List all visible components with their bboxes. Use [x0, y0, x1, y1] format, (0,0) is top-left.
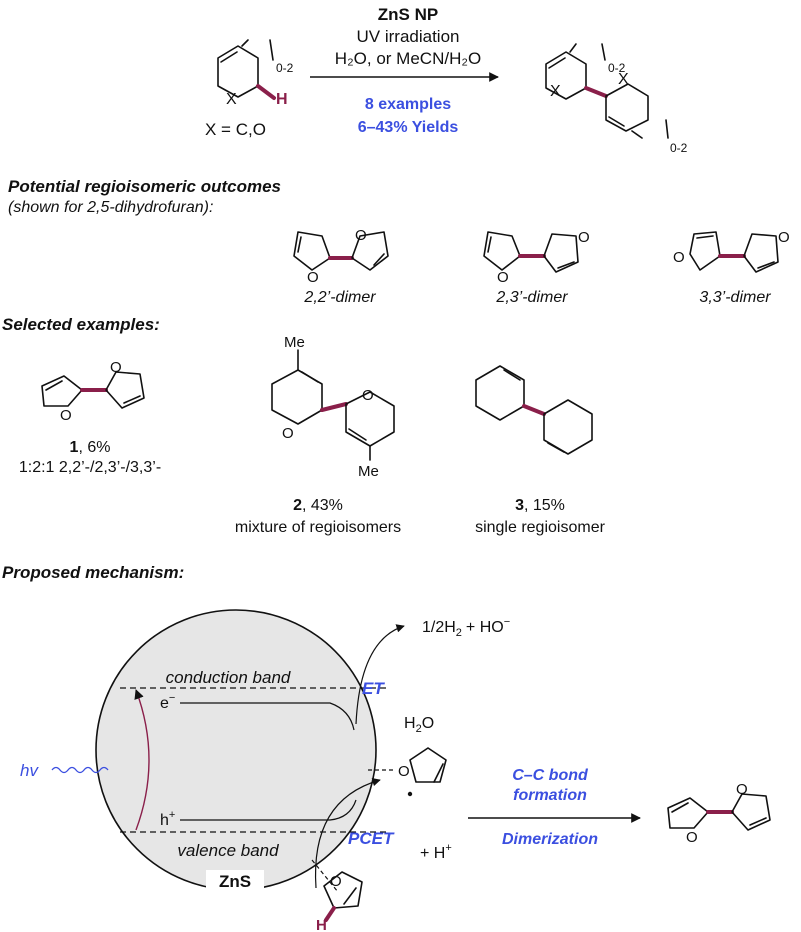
svg-text:Me: Me [284, 334, 305, 351]
zns-label: ZnS [219, 872, 251, 891]
water-label: H2O [404, 715, 434, 735]
mechanism-heading: Proposed mechanism: [2, 563, 184, 582]
compound-3-note: single regioisomer [475, 519, 606, 536]
dimer-22: O O 2,2’-dimer [293, 227, 389, 306]
arrow-label-top-2: formation [513, 787, 587, 804]
svg-text:O: O [398, 763, 410, 780]
label-22-dimer: 2,2’-dimer [303, 289, 376, 306]
examples-count: 8 examples [365, 96, 451, 113]
condition-irradiation: UV irradiation [357, 27, 460, 46]
electron-transfer: 1/2H2+ HO− ET H2O [355, 616, 510, 735]
compound-3-caption: 3, 15% [515, 497, 565, 514]
product-dimer: 0-2 X X 0-2 [545, 43, 688, 155]
svg-text:0-2: 0-2 [608, 61, 626, 75]
compound-3: 3, 15% single regioisomer [475, 365, 606, 536]
heteroatom-label: X [226, 91, 237, 108]
wavy-light-line [51, 766, 109, 774]
catalyst-label: ZnS NP [378, 5, 438, 24]
svg-text:O: O [578, 229, 590, 246]
svg-text:O: O [778, 229, 790, 246]
light-input: hv [20, 761, 109, 780]
selected-heading: Selected examples: [2, 315, 160, 334]
ring-size-subscript: 0-2 [276, 61, 294, 75]
svg-text:O: O [362, 387, 374, 404]
svg-text:O: O [330, 873, 342, 890]
dimerization-step: C–C bond formation Dimerization O O [468, 767, 771, 848]
hole-path [180, 799, 357, 821]
svg-text:O: O [736, 781, 748, 798]
svg-text:O: O [110, 359, 122, 376]
svg-text:O: O [686, 829, 698, 846]
dimer-33: O O 3,3’-dimer [673, 229, 790, 306]
radical-dot [407, 791, 413, 797]
valence-band-label: valence band [177, 841, 279, 860]
condition-solvent: H₂O, or MeCN/H₂O [335, 49, 481, 68]
zns-nanoparticle: conduction band valence band e− h+ ZnS [95, 609, 390, 892]
svg-text:0-2: 0-2 [670, 141, 688, 155]
svg-text:Me: Me [358, 463, 379, 480]
svg-text:O: O [673, 249, 685, 266]
svg-text:O: O [307, 269, 319, 286]
hv-label: hv [20, 761, 39, 780]
svg-text:O: O [282, 425, 294, 442]
svg-text:O: O [60, 407, 72, 424]
electron-path [180, 702, 355, 731]
svg-text:O: O [497, 269, 509, 286]
compound-2: Me O Me O 2, 43% mixture of regioisomers [235, 334, 401, 536]
svg-text:X: X [618, 71, 629, 88]
compound-2-note: mixture of regioisomers [235, 519, 401, 536]
yield-range: 6–43% Yields [358, 119, 459, 136]
starting-material: X H 0-2 X = C,O [205, 39, 294, 139]
excitation-arc [134, 689, 150, 831]
reaction-conditions: ZnS NP UV irradiation H₂O, or MeCN/H₂O 8… [310, 5, 499, 136]
et-arrow [355, 624, 405, 725]
regio-heading: Potential regioisomeric outcomes [8, 177, 281, 196]
svg-text:O: O [355, 227, 367, 244]
arrow-label-bottom: Dimerization [502, 831, 598, 848]
arrow-label-top-1: C–C bond [512, 767, 589, 784]
label-33-dimer: 3,3’-dimer [699, 289, 771, 306]
conduction-band-label: conduction band [166, 668, 291, 687]
et-products: 1/2H2+ HO− [422, 616, 510, 639]
pcet-label: PCET [348, 829, 395, 848]
x-definition: X = C,O [205, 120, 266, 139]
dimer-23: O O 2,3’-dimer [483, 229, 590, 306]
proton-label: + H+ [420, 842, 452, 862]
compound-1-caption: 1, 6% [70, 439, 111, 456]
compound-2-caption: 2, 43% [293, 497, 343, 514]
label-23-dimer: 2,3’-dimer [495, 289, 568, 306]
pcet-arrow [314, 778, 381, 889]
svg-text:X: X [550, 83, 561, 100]
hole-label: h+ [160, 809, 175, 829]
et-label: ET [362, 679, 385, 698]
compound-1-ratio: 1:2:1 2,2’-/2,3’-/3,3’- [19, 459, 161, 476]
regio-subheading: (shown for 2,5-dihydrofuran): [8, 199, 213, 216]
electron-label: e− [160, 692, 175, 712]
abstracted-hydrogen: H [316, 917, 327, 932]
pcet-step: PCET + H+ O O H [311, 747, 452, 932]
hydrogen-label: H [276, 91, 288, 108]
compound-1: O O 1, 6% 1:2:1 2,2’-/2,3’-/3,3’- [19, 359, 161, 476]
